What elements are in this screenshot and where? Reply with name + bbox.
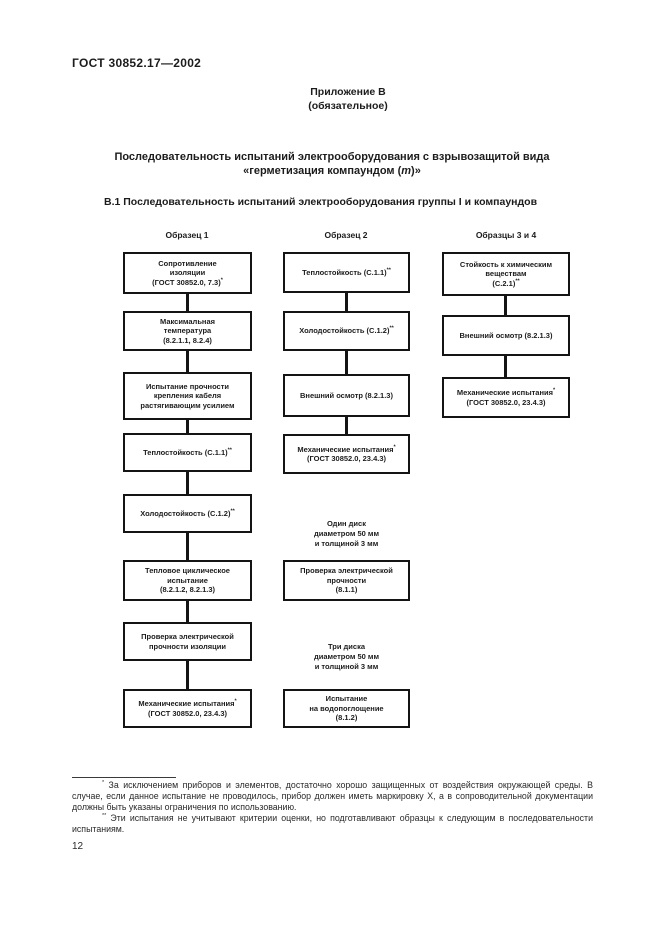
connector [186, 420, 189, 433]
flow-box-mechanical-tests-samples34: Механические испытания* (ГОСТ 30852.0, 2… [442, 377, 570, 418]
connector [186, 472, 189, 494]
flow-box-max-temperature: Максимальная температура (8.2.1.1, 8.2.4… [123, 311, 252, 351]
footnotes: * За исключением приборов и элементов, д… [72, 780, 593, 835]
flow-box-insulation-resistance: Сопротивление изоляции (ГОСТ 30852.0, 7.… [123, 252, 252, 294]
flow-box-cold-resistance: Холодостойкость (С.1.2)** [123, 494, 252, 533]
flow-box-mechanical-tests-sample2: Механические испытания* (ГОСТ 30852.0, 2… [283, 434, 410, 474]
column-header-samples-3-4: Образцы 3 и 4 [475, 230, 537, 240]
column-header-sample-2: Образец 2 [324, 230, 368, 240]
title-line-2: «герметизация компаундом (m)» [243, 165, 421, 177]
flow-box-cable-pull-test: Испытание прочности крепления кабеля рас… [123, 372, 252, 420]
connector [186, 601, 189, 622]
flow-box-cold-resistance-sample2: Холодостойкость (С.1.2)** [283, 311, 410, 351]
flow-box-visual-inspection-sample2: Внешний осмотр (8.2.1.3) [283, 374, 410, 417]
connector [345, 417, 348, 434]
flow-box-water-absorption: Испытание на водопоглощение (8.1.2) [283, 689, 410, 728]
document-number: ГОСТ 30852.17—2002 [72, 56, 202, 70]
connector [504, 356, 507, 377]
annex-title: Приложение В [310, 86, 386, 98]
connector [186, 533, 189, 560]
footnote-separator [72, 777, 176, 778]
annex-label: Приложение В (обязательное) [72, 86, 624, 113]
title-line-1: Последовательность испытаний электрообор… [114, 151, 550, 163]
flow-box-heat-resistance-sample2: Теплостойкость (С.1.1)** [283, 252, 410, 293]
connector [186, 351, 189, 372]
connector [345, 351, 348, 374]
note-three-discs: Три диска диаметром 50 мм и толщиной 3 м… [313, 642, 380, 671]
flow-box-chemical-resistance: Стойкость к химическим веществам (С.2.1)… [442, 252, 570, 296]
footnote-1: * За исключением приборов и элементов, д… [72, 780, 593, 812]
connector [186, 661, 189, 689]
footnote-2: ** Эти испытания не учитывают критерии о… [72, 812, 593, 834]
section-heading: В.1 Последовательность испытаний электро… [104, 196, 538, 208]
document-title: Последовательность испытаний электрообор… [36, 150, 628, 178]
connector [504, 296, 507, 315]
annex-type: (обязательное) [308, 99, 388, 112]
flow-box-heat-resistance: Теплостойкость (С.1.1)** [123, 433, 252, 472]
flow-box-dielectric-strength: Проверка электрической прочности (8.1.1) [283, 560, 410, 601]
note-one-disc: Один диск диаметром 50 мм и толщиной 3 м… [313, 519, 380, 548]
flow-box-mechanical-tests-sample1: Механические испытания* (ГОСТ 30852.0, 2… [123, 689, 252, 728]
flow-box-visual-inspection-samples34: Внешний осмотр (8.2.1.3) [442, 315, 570, 356]
column-header-sample-1: Образец 1 [165, 230, 209, 240]
flow-box-dielectric-strength-insulation: Проверка электрической прочности изоляци… [123, 622, 252, 661]
connector [345, 293, 348, 311]
flow-box-thermal-cycling: Тепловое циклическое испытание (8.2.1.2,… [123, 560, 252, 601]
page-number: 12 [72, 841, 84, 852]
connector [186, 294, 189, 311]
